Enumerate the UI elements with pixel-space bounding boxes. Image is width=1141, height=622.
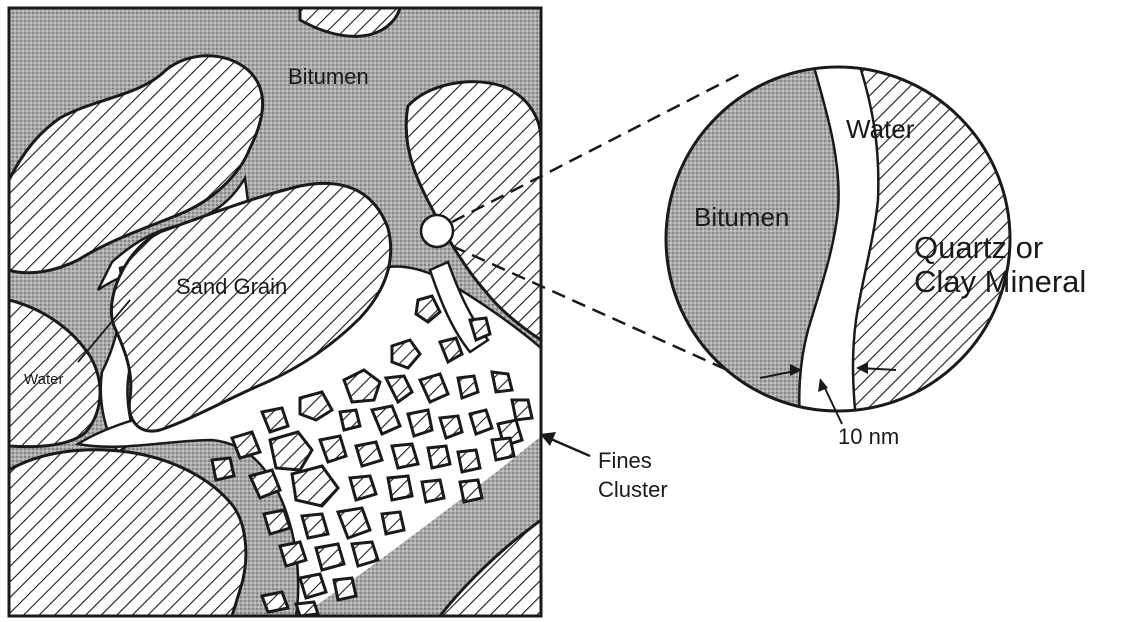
magnified-spot: [421, 215, 453, 247]
fine-particle: [460, 480, 482, 502]
fine-particle: [302, 514, 328, 538]
fine-particle: [428, 446, 450, 468]
fine-particle: [262, 592, 288, 612]
fine-particle: [350, 476, 376, 500]
label-sand-grain: Sand Grain: [176, 274, 287, 299]
label-fines-line2: Cluster: [598, 477, 668, 502]
fine-particle: [334, 578, 356, 600]
label-mineral-line2: Clay Mineral: [914, 264, 1086, 299]
fine-particle: [280, 542, 306, 566]
oil-sand-panel: Bitumen Sand Grain Water Fines Cluster: [9, 8, 668, 616]
label-water-magnified: Water: [846, 114, 915, 144]
label-bitumen: Bitumen: [288, 64, 369, 89]
fine-particle: [392, 444, 418, 468]
fine-particle: [422, 480, 444, 502]
fine-particle: [356, 442, 382, 466]
fine-particle: [340, 410, 360, 430]
fine-particle: [408, 410, 432, 436]
fine-particle: [512, 400, 532, 420]
fine-particle: [492, 372, 512, 392]
label-mineral-line1: Quartz or: [914, 230, 1043, 265]
fine-particle: [352, 542, 378, 566]
fine-particle: [264, 510, 290, 534]
fine-particle: [388, 476, 412, 500]
fine-particle: [492, 438, 514, 460]
fine-particle: [316, 544, 344, 570]
fine-particle: [212, 458, 234, 480]
fine-particle: [458, 376, 478, 398]
fine-particle: [296, 602, 318, 616]
label-fines-line1: Fines: [598, 448, 652, 473]
label-water: Water: [24, 371, 63, 388]
fine-particle: [382, 512, 404, 534]
magnified-view: Water Bitumen Quartz or Clay Mineral 10 …: [660, 60, 1086, 449]
label-bitumen-magnified: Bitumen: [694, 202, 789, 232]
fine-particle: [458, 450, 480, 472]
fine-particle: [300, 574, 326, 598]
label-thickness: 10 nm: [838, 424, 899, 449]
